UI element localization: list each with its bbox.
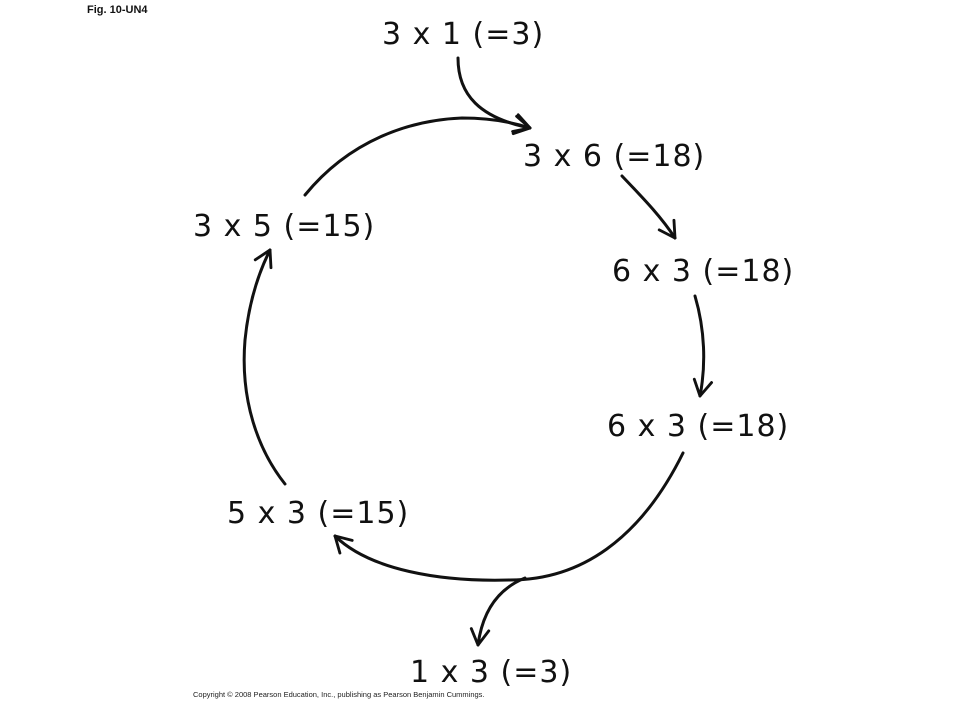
entry-node: 3 x 1 (=3)	[382, 17, 544, 52]
cycle-node-1: 3 x 6 (=18)	[523, 139, 705, 174]
exit-node: 1 x 3 (=3)	[410, 655, 572, 690]
arrow-node-3-to-node-4	[333, 451, 685, 582]
cycle-node-4: 5 x 3 (=15)	[227, 496, 409, 531]
arrow-node-4-to-node-5	[242, 248, 287, 486]
arrow-node-2-to-node-3	[692, 294, 713, 398]
copyright-notice: Copyright © 2008 Pearson Education, Inc.…	[193, 690, 485, 699]
cycle-node-2: 6 x 3 (=18)	[612, 254, 794, 289]
figure-label: Fig. 10-UN4	[87, 4, 148, 16]
cycle-node-3: 6 x 3 (=18)	[607, 409, 789, 444]
arrow-node-1-to-node-2	[620, 174, 677, 240]
cycle-node-5: 3 x 5 (=15)	[193, 209, 375, 244]
arrow-exit-branch	[469, 576, 527, 647]
arrow-node-5-to-node-1	[303, 113, 532, 197]
